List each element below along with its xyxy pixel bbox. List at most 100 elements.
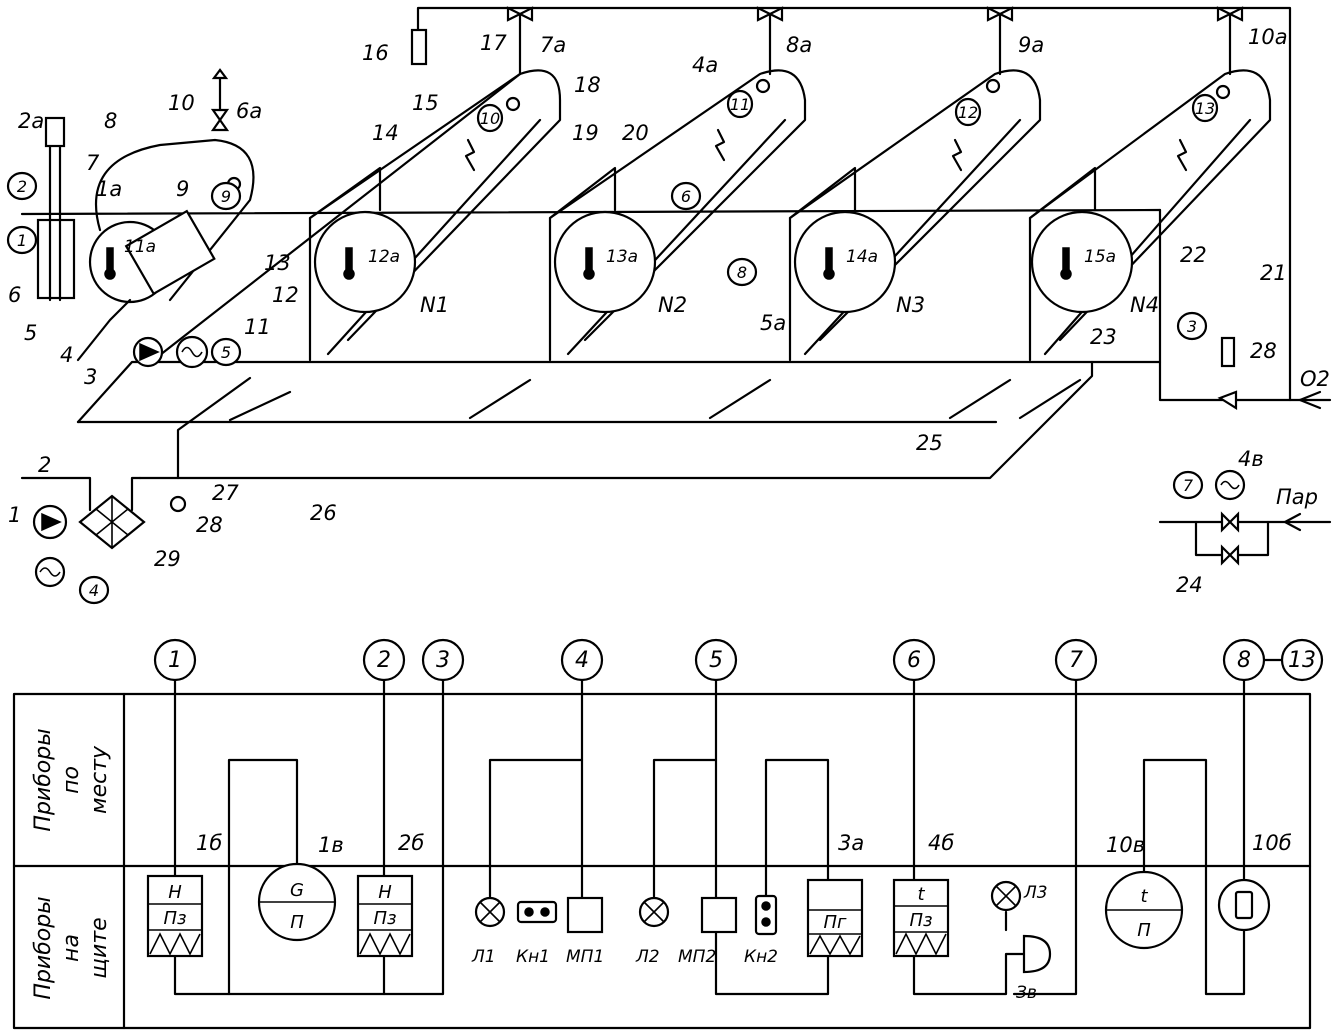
svg-text:1в: 1в xyxy=(318,833,344,857)
svg-text:15: 15 xyxy=(412,91,439,115)
button-kn2: Кн2 xyxy=(744,894,778,967)
signal-bubbles xyxy=(6,89,1219,605)
svg-text:20: 20 xyxy=(622,121,649,145)
svg-text:12: 12 xyxy=(958,103,978,122)
svg-text:Зв: Зв xyxy=(1016,983,1037,1003)
lamp-l1: Л1 xyxy=(471,896,506,967)
starter-mp2: МП2 xyxy=(678,896,738,967)
svg-text:9а: 9а xyxy=(1018,33,1044,57)
svg-text:1: 1 xyxy=(8,503,21,527)
starter-mp1: МП1 xyxy=(566,896,604,967)
svg-text:10: 10 xyxy=(168,91,195,115)
svg-text:9: 9 xyxy=(221,187,231,206)
svg-text:25: 25 xyxy=(916,431,943,455)
svg-text:1б: 1б xyxy=(196,831,222,855)
svg-text:t: t xyxy=(917,884,925,905)
line-18 xyxy=(158,72,522,357)
panel-grid xyxy=(12,692,1312,1030)
svg-text:6: 6 xyxy=(907,648,921,673)
level-probe xyxy=(36,116,76,302)
return-pipe-26 xyxy=(138,360,1094,480)
instrument-panel: Приборы по месту Приборы на щите 1 2 3 4… xyxy=(12,638,1324,1030)
heat-exchanger-29 xyxy=(78,494,146,550)
svg-text:11а: 11а xyxy=(124,237,156,257)
svg-text:10б: 10б xyxy=(1252,831,1292,855)
svg-text:4б: 4б xyxy=(928,831,954,855)
svg-text:щите: щите xyxy=(87,917,112,978)
svg-text:29: 29 xyxy=(154,547,181,571)
svg-text:П: П xyxy=(290,912,304,933)
svg-text:2а: 2а xyxy=(18,109,44,133)
row-label-board: Приборы на щите xyxy=(31,896,112,999)
svg-text:28: 28 xyxy=(1250,339,1277,363)
svg-text:t: t xyxy=(1140,886,1148,907)
flowmeter-28 xyxy=(169,495,187,513)
svg-text:Кн1: Кн1 xyxy=(516,947,550,967)
svg-text:Пг: Пг xyxy=(824,912,848,933)
svg-text:на: на xyxy=(59,934,84,962)
svg-text:16: 16 xyxy=(362,41,389,65)
svg-text:23: 23 xyxy=(1090,325,1117,349)
instrument-1b: Н Пз 1б xyxy=(146,831,222,958)
pump-1 xyxy=(32,504,68,588)
chamber-n2 xyxy=(548,12,807,362)
svg-text:4: 4 xyxy=(89,581,99,600)
svg-text:6: 6 xyxy=(8,283,21,307)
column-bubbles: 1 2 3 4 5 6 7 8 13 xyxy=(153,638,1324,682)
svg-text:3: 3 xyxy=(436,648,450,673)
svg-text:Приборы: Приборы xyxy=(31,896,56,999)
svg-text:21: 21 xyxy=(1260,261,1287,285)
svg-text:Л2: Л2 xyxy=(635,947,660,967)
svg-text:7: 7 xyxy=(86,151,100,175)
upper-header-pipe xyxy=(20,208,1162,216)
svg-text:27: 27 xyxy=(212,481,239,505)
svg-text:8: 8 xyxy=(737,263,747,282)
svg-text:по: по xyxy=(59,766,84,794)
svg-text:2: 2 xyxy=(38,453,51,477)
svg-text:7: 7 xyxy=(1069,648,1083,673)
svg-text:22: 22 xyxy=(1180,243,1207,267)
instrument-2b: Н Пз 2б xyxy=(356,831,424,958)
svg-text:П: П xyxy=(1137,920,1151,941)
svg-text:Пз: Пз xyxy=(163,908,186,929)
svg-text:4а: 4а xyxy=(692,53,718,77)
flow-arrows xyxy=(228,378,1082,422)
svg-text:3: 3 xyxy=(1187,317,1197,336)
svg-text:2: 2 xyxy=(17,177,27,196)
svg-text:Пз: Пз xyxy=(909,910,932,931)
svg-text:8а: 8а xyxy=(786,33,812,57)
signal-lines xyxy=(173,678,1246,996)
svg-text:8: 8 xyxy=(1237,648,1251,673)
svg-text:8: 8 xyxy=(104,109,117,133)
svg-text:13: 13 xyxy=(1195,99,1215,118)
svg-text:1: 1 xyxy=(168,648,182,673)
instrument-3a: Пг 3а xyxy=(806,831,864,958)
svg-text:4: 4 xyxy=(60,343,73,367)
svg-text:11: 11 xyxy=(244,315,271,339)
svg-text:6а: 6а xyxy=(236,99,262,123)
svg-text:Приборы: Приборы xyxy=(31,728,56,831)
electrode-symbols xyxy=(464,128,1188,172)
feed-pipes xyxy=(20,376,252,512)
svg-text:4в: 4в xyxy=(1238,447,1264,471)
instrument-10v: t П 10в xyxy=(1104,833,1184,950)
chamber-n3 xyxy=(788,12,1042,362)
instrument-4b: t Пз 4б xyxy=(892,831,954,958)
svg-text:N4: N4 xyxy=(1130,293,1159,317)
svg-text:3: 3 xyxy=(84,365,97,389)
svg-text:5: 5 xyxy=(221,343,231,362)
svg-text:N2: N2 xyxy=(658,293,687,317)
svg-text:13а: 13а xyxy=(606,247,638,267)
svg-text:19: 19 xyxy=(572,121,599,145)
svg-text:5: 5 xyxy=(709,648,723,673)
top-oxygen-header xyxy=(416,6,1292,402)
svg-text:Л1: Л1 xyxy=(471,947,496,967)
thermometer-icons xyxy=(104,247,1072,280)
svg-text:18: 18 xyxy=(574,73,601,97)
svg-text:Пар: Пар xyxy=(1276,485,1318,509)
row-label-local: Приборы по месту xyxy=(31,728,112,831)
panel-frame xyxy=(12,692,1312,1030)
top-valves xyxy=(210,6,1244,132)
svg-text:17: 17 xyxy=(480,31,507,55)
bell-zv: Зв xyxy=(1016,934,1052,1003)
